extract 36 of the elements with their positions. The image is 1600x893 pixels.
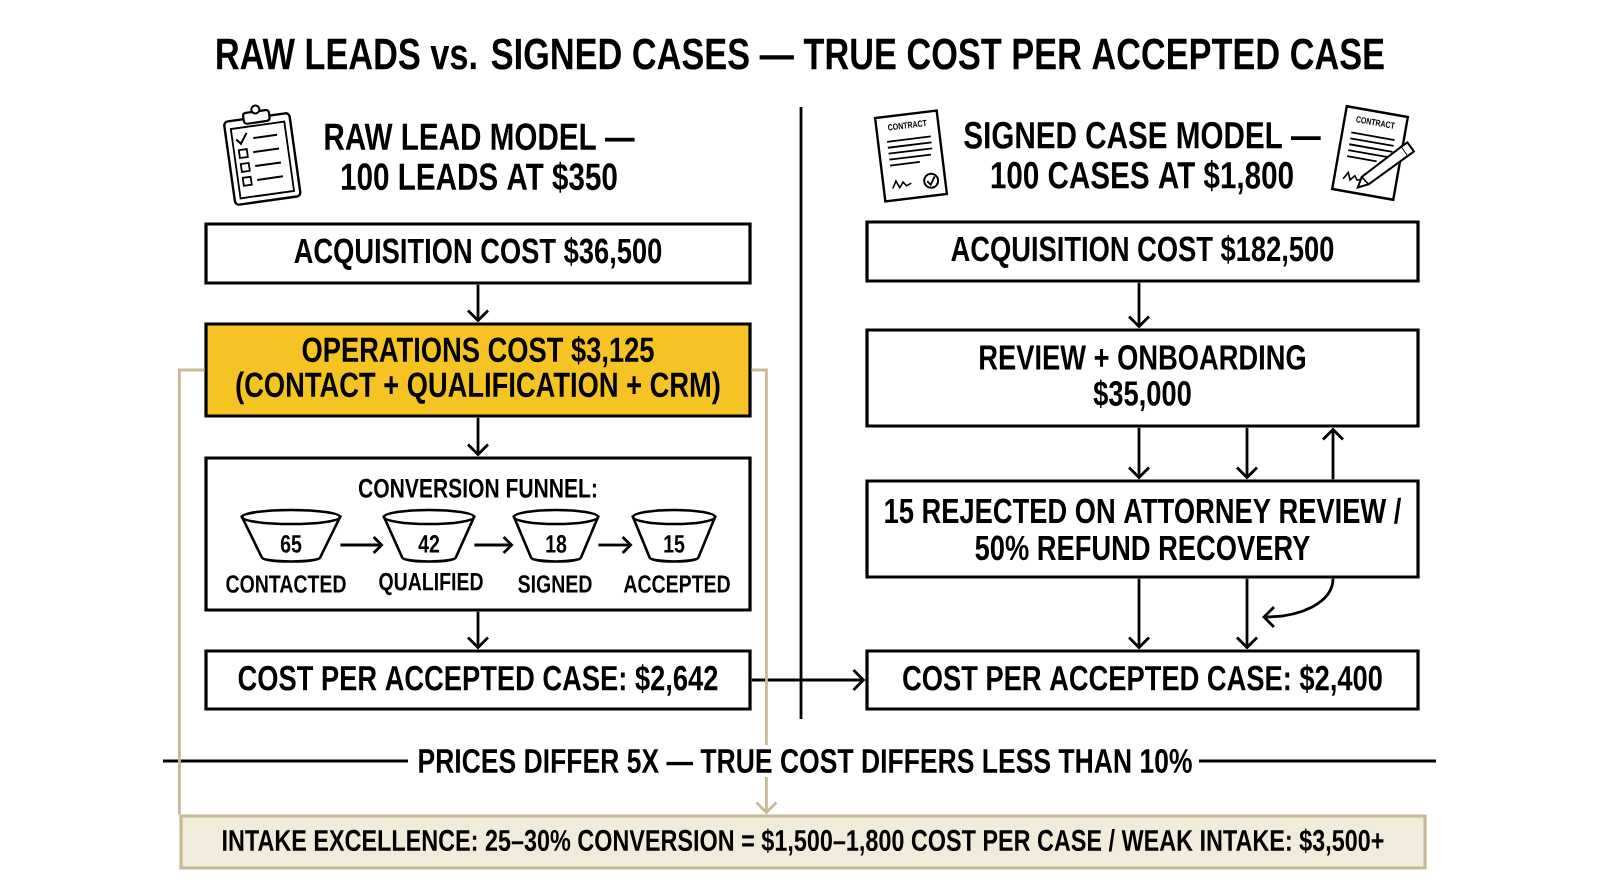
arrow — [467, 284, 489, 323]
arrow — [1128, 578, 1150, 650]
document-heading: CONTRACT — [1356, 116, 1396, 129]
process-box: ACQUISITION COST $36,500 — [204, 222, 752, 285]
funnel: 18 — [512, 508, 600, 563]
process-box: COST PER ACCEPTED CASE: $2,642 — [204, 649, 752, 711]
funnel: 15 — [631, 508, 717, 563]
arrow — [1128, 427, 1150, 480]
highlighted-box: OPERATIONS COST $3,125 (CONTACT + QUALIFICATION + CRM) — [204, 322, 752, 418]
arrow — [1236, 427, 1258, 480]
arrow — [598, 536, 633, 554]
arrow — [751, 669, 866, 691]
curved-arrow — [1262, 578, 1335, 628]
arrow — [467, 417, 489, 457]
summary-text: PRICES DIFFER 5X — TRUE COST DIFFERS LESS THAN 10% — [413, 744, 1197, 778]
arrow — [340, 536, 384, 554]
process-box: 15 REJECTED ON ATTORNEY REVIEW / 50% REFUND RECOVERY — [865, 479, 1420, 579]
arrow — [467, 611, 489, 650]
arrow — [474, 536, 514, 554]
arrow — [1322, 427, 1344, 480]
process-box: ACQUISITION COST $182,500 — [865, 220, 1420, 283]
arrow — [751, 368, 778, 815]
process-box: COST PER ACCEPTED CASE: $2,400 — [865, 649, 1420, 711]
funnel-label: ACCEPTED — [623, 575, 730, 593]
funnel-label: CONTACTED — [226, 575, 346, 593]
connector-line — [178, 368, 205, 815]
funnel: 65 — [240, 508, 342, 563]
funnel-label: SIGNED — [518, 575, 592, 593]
process-box: REVIEW + ONBOARDING $35,000 — [865, 328, 1420, 428]
note-band: INTAKE EXCELLENCE: 25–30% CONVERSION = $1,500–1,800 COST PER CASE / WEAK INTAKE: $3,500+ — [179, 814, 1427, 870]
document-heading: CONTRACT — [887, 119, 927, 131]
funnel-label: QUALIFIED — [379, 572, 483, 596]
arrow — [1236, 578, 1258, 650]
funnel: 42 — [382, 508, 476, 563]
arrow — [1128, 282, 1150, 329]
title: RAW LEADS vs. SIGNED CASES — TRUE COST PER ACCEPTED CASE — [217, 38, 1384, 70]
